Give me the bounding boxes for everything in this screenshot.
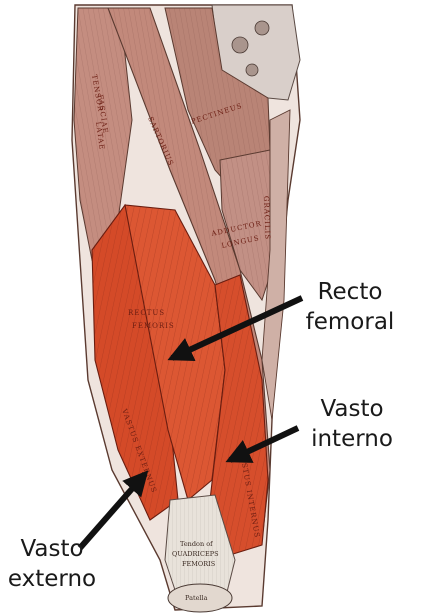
- svg-text:QUADRICEPS: QUADRICEPS: [172, 550, 219, 558]
- label-vasto-externo: Vasto externo: [7, 536, 97, 592]
- svg-text:LATAE: LATAE: [94, 121, 106, 151]
- svg-text:FEMORIS: FEMORIS: [182, 560, 215, 568]
- label-vasto-interno: Vasto interno: [311, 396, 393, 452]
- svg-text:GRACILIS: GRACILIS: [262, 196, 272, 241]
- svg-text:RECTUS: RECTUS: [128, 309, 165, 317]
- arrow-recto-femoral: [167, 295, 304, 361]
- arrow-vasto-interno: [225, 425, 300, 463]
- patella: [167, 583, 233, 613]
- svg-text:FEMORIS: FEMORIS: [132, 322, 175, 330]
- svg-text:Patella: Patella: [185, 594, 208, 602]
- arrow-vasto-externo: [77, 470, 149, 550]
- label-recto-femoral: Recto femoral: [305, 279, 395, 335]
- svg-text:Tendon of: Tendon of: [180, 540, 213, 548]
- gracilis: [261, 109, 291, 421]
